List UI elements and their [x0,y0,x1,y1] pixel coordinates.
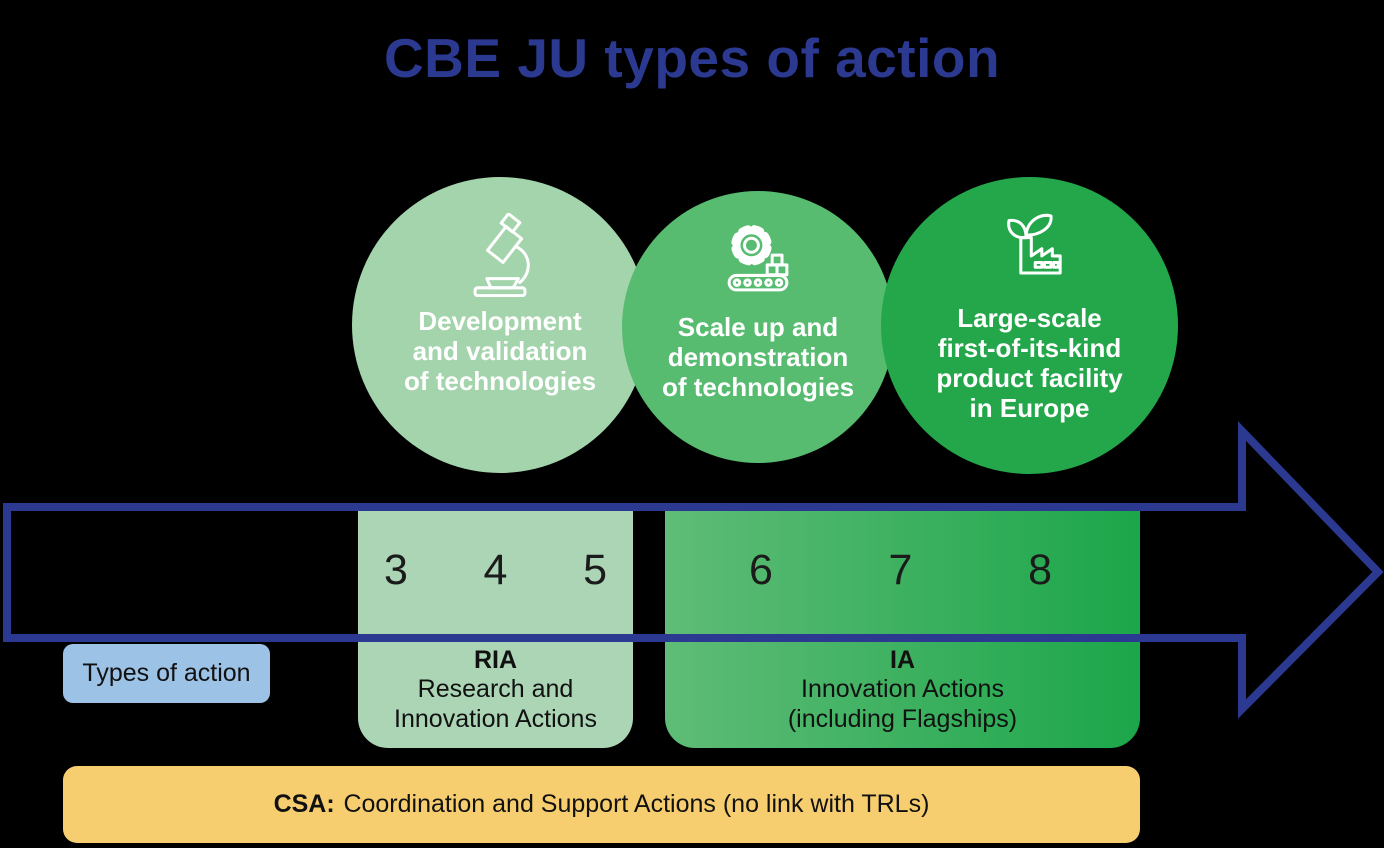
ia-label-line: Innovation Actions [801,675,1004,704]
trl-number: 5 [583,546,607,594]
trl-number: 3 [384,546,408,594]
csa-bar: CSA: Coordination and Support Actions (n… [63,766,1140,843]
ria-label-line: Research and [417,675,574,704]
types-of-action-text: Types of action [82,659,251,687]
circle-text-line: and validation [412,336,588,367]
trl-numbers-ia: 6 7 8 [665,503,1140,638]
trl-number: 6 [749,546,773,594]
circle-text-line: Large-scale [957,303,1102,333]
csa-abbr: CSA: [273,790,335,818]
types-of-action-label: Types of action [63,644,270,703]
ria-abbr: RIA [473,645,518,674]
microscope-icon [473,213,530,297]
circle-development-validation: Development and validation of technologi… [352,177,648,473]
circle-text-line: Development [418,306,582,336]
circle-text-line: Scale up and [677,312,839,342]
trl-number: 7 [888,546,913,594]
circle-text-line: demonstration [667,342,849,373]
circle-text-line: in Europe [969,393,1090,424]
page-title: CBE JU types of action [383,27,1001,89]
csa-text: Coordination and Support Actions (no lin… [343,790,930,818]
ria-label-line: Innovation Actions [394,704,597,733]
circle-text-line: product facility [936,363,1123,394]
ia-label: IA Innovation Actions (including Flagshi… [665,638,1140,750]
circle-text-line: first-of-its-kind [937,333,1122,364]
eco-factory-icon [1006,213,1062,275]
circle-large-scale-facility: Large-scale first-of-its-kind product fa… [881,177,1178,474]
trl-number: 4 [483,546,508,594]
circle-text-line: of technologies [403,366,597,397]
trl-numbers-ria: 3 4 5 [358,503,633,638]
gear-conveyor-icon [727,224,789,292]
ia-label-line: (including Flagships) [787,704,1018,733]
ia-block: 6 7 8 IA Innovation Actions (including F… [665,503,1140,748]
circle-scale-up-demonstration: Scale up and demonstration of technologi… [622,191,894,463]
trl-number: 8 [1028,546,1052,594]
ria-block: 3 4 5 RIA Research and Innovation Action… [358,503,633,748]
circle-text-line: of technologies [661,372,855,403]
ria-label: RIA Research and Innovation Actions [358,638,633,750]
ia-abbr: IA [890,645,915,674]
